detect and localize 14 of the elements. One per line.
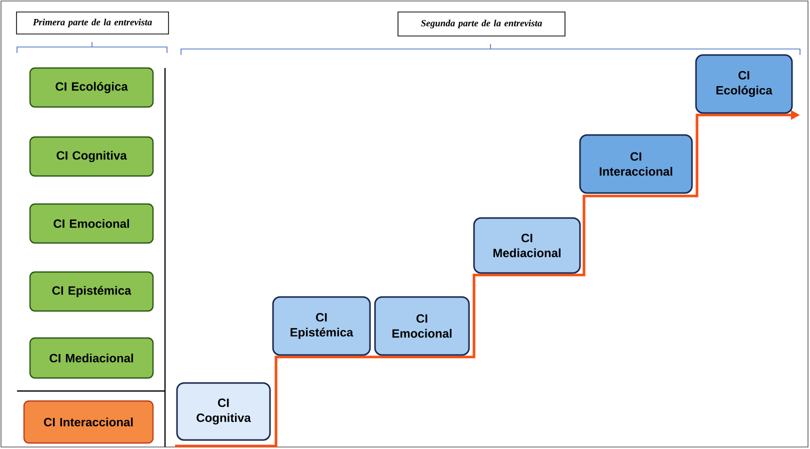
section-heading-box: Segunda parte de la entrevista (398, 12, 566, 36)
category-box: CI Mediacional (29, 337, 154, 379)
category-box: CI Epistémica (29, 271, 154, 312)
category-box: CI Ecológica (29, 67, 154, 108)
step-box: CI Mediacional (473, 217, 581, 274)
category-box: CI Cognitiva (29, 136, 154, 177)
category-box: CI Interaccional (23, 400, 154, 444)
step-box: CI Interaccional (579, 134, 693, 194)
step-box: CI Cognitiva (176, 382, 271, 441)
step-box: CI Emocional (374, 296, 470, 356)
category-box: CI Emocional (29, 203, 154, 244)
section-heading-box: Primera parte de la entrevista (16, 12, 169, 34)
step-box: CI Epistémica (272, 296, 371, 356)
step-box: CI Ecológica (695, 54, 793, 114)
